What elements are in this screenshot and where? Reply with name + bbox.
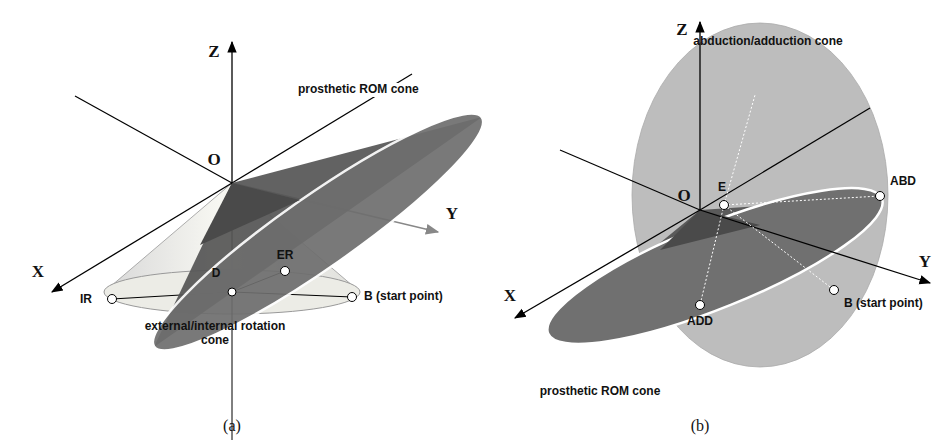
axis-label: Z xyxy=(674,20,689,40)
point-label: ER xyxy=(275,249,296,263)
panel-caption: (a) xyxy=(221,417,243,435)
point-label: ADD xyxy=(685,315,715,329)
point-label: ABD xyxy=(888,175,918,189)
origin-label: O xyxy=(205,150,222,170)
point-label: B (start point) xyxy=(362,290,445,304)
cone-label: external/internal rotation cone xyxy=(138,320,292,348)
point-label: IR xyxy=(78,293,94,307)
origin-label: O xyxy=(675,186,692,206)
axis-label: Z xyxy=(206,42,221,62)
axis-label: X xyxy=(30,262,46,282)
point-label: D xyxy=(210,267,223,281)
axis-label: Y xyxy=(444,204,460,224)
panel-caption: (b) xyxy=(689,417,712,435)
cone-label: prosthetic ROM cone xyxy=(538,385,663,399)
panel-b xyxy=(515,22,930,372)
point-label: B (start point) xyxy=(842,297,925,311)
cone-label: abduction/adduction cone xyxy=(691,35,844,49)
axis-label: X xyxy=(502,286,518,306)
axis-label: Y xyxy=(917,252,933,272)
cone-label: prosthetic ROM cone xyxy=(296,83,421,97)
point-label: E xyxy=(716,181,728,195)
panel-a xyxy=(52,42,502,440)
